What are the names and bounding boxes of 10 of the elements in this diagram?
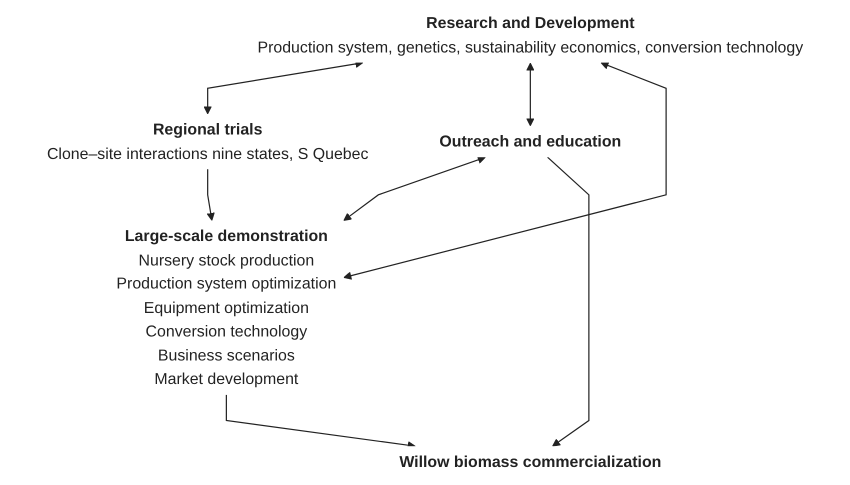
- arrow: [206, 169, 215, 221]
- node-text: Outreach and education: [439, 132, 622, 150]
- arrow: [343, 156, 486, 221]
- node-text: Large-scale demonstration Nursery stock production Production system optimization Equipment optimization Conversion technology Business scenarios Market development: [116, 227, 336, 388]
- node-text: Willow biomass commercialization: [399, 452, 662, 470]
- node-text: Research and Development Production system, genetics, sustainability economics, conversion technology: [257, 14, 804, 56]
- arrow: [526, 62, 534, 126]
- node-text: Regional trials Clone–site interactions nine states, S Quebec: [46, 120, 368, 162]
- arrow: [547, 156, 590, 447]
- arrow: [343, 62, 667, 280]
